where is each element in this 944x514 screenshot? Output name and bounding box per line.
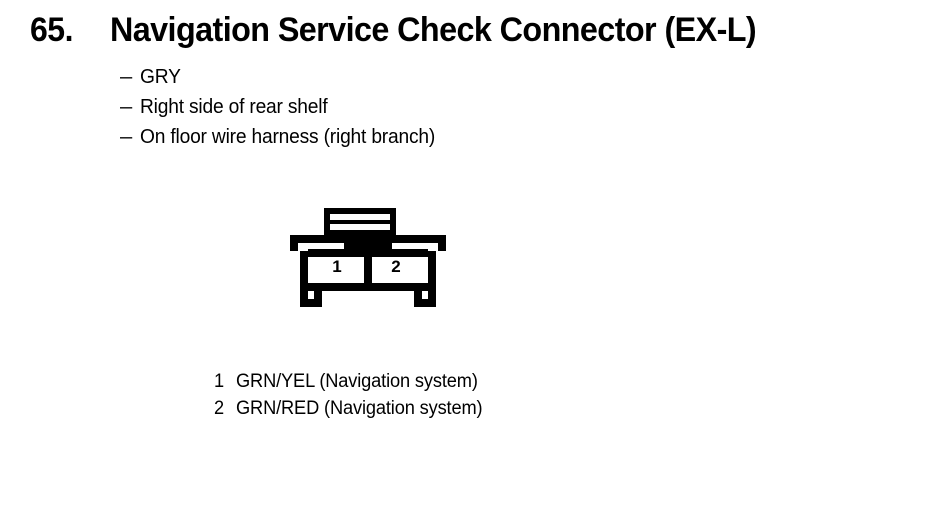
connector-color-spec: GRY xyxy=(140,66,181,88)
legend-pin-number-1: 1 xyxy=(214,371,225,392)
legend-wire-description-1: GRN/YEL (Navigation system) xyxy=(236,371,478,392)
page-title: Navigation Service Check Connector (EX-L… xyxy=(109,11,757,49)
specification-list: – GRY – Right side of rear shelf – On fl… xyxy=(120,62,720,152)
cavity-number-1: 1 xyxy=(332,257,341,276)
page-header: 65. Navigation Service Check Connector (… xyxy=(30,10,940,56)
cavity-divider xyxy=(364,235,372,291)
list-item: – GRY xyxy=(120,62,720,92)
dash-bullet-icon: – xyxy=(120,96,133,118)
list-item: – On floor wire harness (right branch) xyxy=(120,122,720,152)
dash-bullet-icon: – xyxy=(120,66,133,88)
legend-row: 2 GRN/RED (Navigation system) xyxy=(214,395,634,422)
item-number: 65. xyxy=(30,11,74,49)
cavity-number-2: 2 xyxy=(391,257,400,276)
list-item: – Right side of rear shelf xyxy=(120,92,720,122)
latch-tab-icon xyxy=(324,208,396,235)
legend-wire-description-2: GRN/RED (Navigation system) xyxy=(236,398,483,419)
legend-row: 1 GRN/YEL (Navigation system) xyxy=(214,368,634,395)
legend-pin-number-2: 2 xyxy=(214,398,225,419)
connector-harness-spec: On floor wire harness (right branch) xyxy=(140,126,436,148)
pin-legend: 1 GRN/YEL (Navigation system) 2 GRN/RED … xyxy=(214,368,634,422)
connector-diagram: 1 2 xyxy=(286,203,450,317)
connector-outline-group: 1 2 xyxy=(290,208,446,307)
connector-location-spec: Right side of rear shelf xyxy=(140,96,328,118)
dash-bullet-icon: – xyxy=(120,126,133,148)
